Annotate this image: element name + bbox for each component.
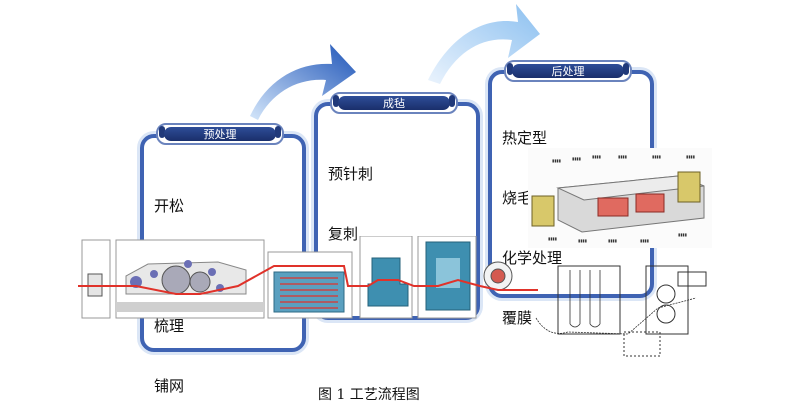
svg-text:▮▮▮▮: ▮▮▮▮ [572, 156, 581, 161]
arrow-forming-to-posttreatment [428, 4, 540, 84]
svg-text:▮▮▮▮: ▮▮▮▮ [618, 154, 627, 159]
oven-top [556, 175, 705, 201]
stage-title-pretreatment: 预处理 [156, 123, 284, 145]
svg-text:▮▮▮▮: ▮▮▮▮ [678, 232, 687, 237]
svg-text:▮▮▮▮: ▮▮▮▮ [592, 154, 601, 159]
worker-roller [184, 260, 192, 268]
stage-title-label: 预处理 [164, 127, 276, 141]
carding-base [116, 302, 264, 312]
pill-left-cap [159, 126, 165, 138]
winder-unit [677, 171, 701, 203]
press-roll [656, 304, 676, 324]
lapper-belts [280, 277, 338, 309]
svg-text:▮▮▮▮: ▮▮▮▮ [552, 158, 561, 163]
crosslapper-body [273, 271, 345, 313]
press-roll [656, 284, 676, 304]
step-item: 热定型 [502, 129, 548, 147]
laminating-tank [557, 265, 621, 335]
pill-right-cap [623, 63, 629, 75]
production-line-illustration [78, 236, 538, 319]
stage-title-label: 成毡 [338, 96, 450, 110]
film-feed-box [677, 271, 707, 287]
step-item: 复刺 [328, 225, 359, 243]
pill-right-cap [449, 95, 455, 107]
steps-forming: 预针刺 复刺 [328, 124, 373, 264]
step-item: 铺网 [154, 377, 185, 395]
arrow-pretreatment-to-forming [250, 44, 356, 120]
svg-text:▮▮▮▮: ▮▮▮▮ [640, 238, 649, 243]
callout-labels: ▮▮▮▮ ▮▮▮▮ ▮▮▮▮ ▮▮▮▮ ▮▮▮▮ ▮▮▮▮ ▮▮▮▮ ▮▮▮▮ ▮▮▮▮ ▮… [548, 154, 695, 243]
pill-left-cap [333, 95, 339, 107]
figure-caption: 图 1 工艺流程图 [318, 387, 420, 403]
doffer-roller [189, 271, 211, 293]
svg-text:▮▮▮▮: ▮▮▮▮ [608, 238, 617, 243]
film-path [535, 297, 697, 335]
step-item: 梳理 [154, 317, 185, 335]
step-item: 开松 [154, 197, 185, 215]
pill-right-cap [275, 126, 281, 138]
svg-text:▮▮▮▮: ▮▮▮▮ [578, 238, 587, 243]
pill-left-cap [507, 63, 513, 75]
oven-red-section [597, 197, 629, 217]
stage-title-label: 后处理 [512, 64, 624, 78]
control-box [623, 331, 661, 357]
svg-text:▮▮▮▮: ▮▮▮▮ [652, 154, 661, 159]
laminating-press [645, 265, 689, 335]
oven-red-section [635, 193, 665, 213]
worker-roller [150, 270, 158, 278]
svg-text:▮▮▮▮: ▮▮▮▮ [548, 236, 557, 241]
svg-text:▮▮▮▮: ▮▮▮▮ [686, 154, 695, 159]
post-treatment-illustration: ▮▮▮▮ ▮▮▮▮ ▮▮▮▮ ▮▮▮▮ ▮▮▮▮ ▮▮▮▮ ▮▮▮▮ ▮▮▮▮ ▮▮▮▮ ▮… [528, 148, 712, 357]
step-item: 覆膜 [502, 309, 533, 327]
stage-title-forming: 成毡 [330, 92, 458, 114]
singeing-unit [531, 195, 555, 227]
step-item: 预针刺 [328, 165, 374, 183]
winding-roll-core [490, 268, 506, 284]
tank-loops [569, 270, 601, 328]
stage-title-posttreatment: 后处理 [504, 60, 632, 82]
fiber-web-path [78, 265, 538, 295]
step-item: 化学处理 [502, 249, 563, 267]
worker-roller [208, 268, 216, 276]
main-cylinder [161, 265, 191, 295]
